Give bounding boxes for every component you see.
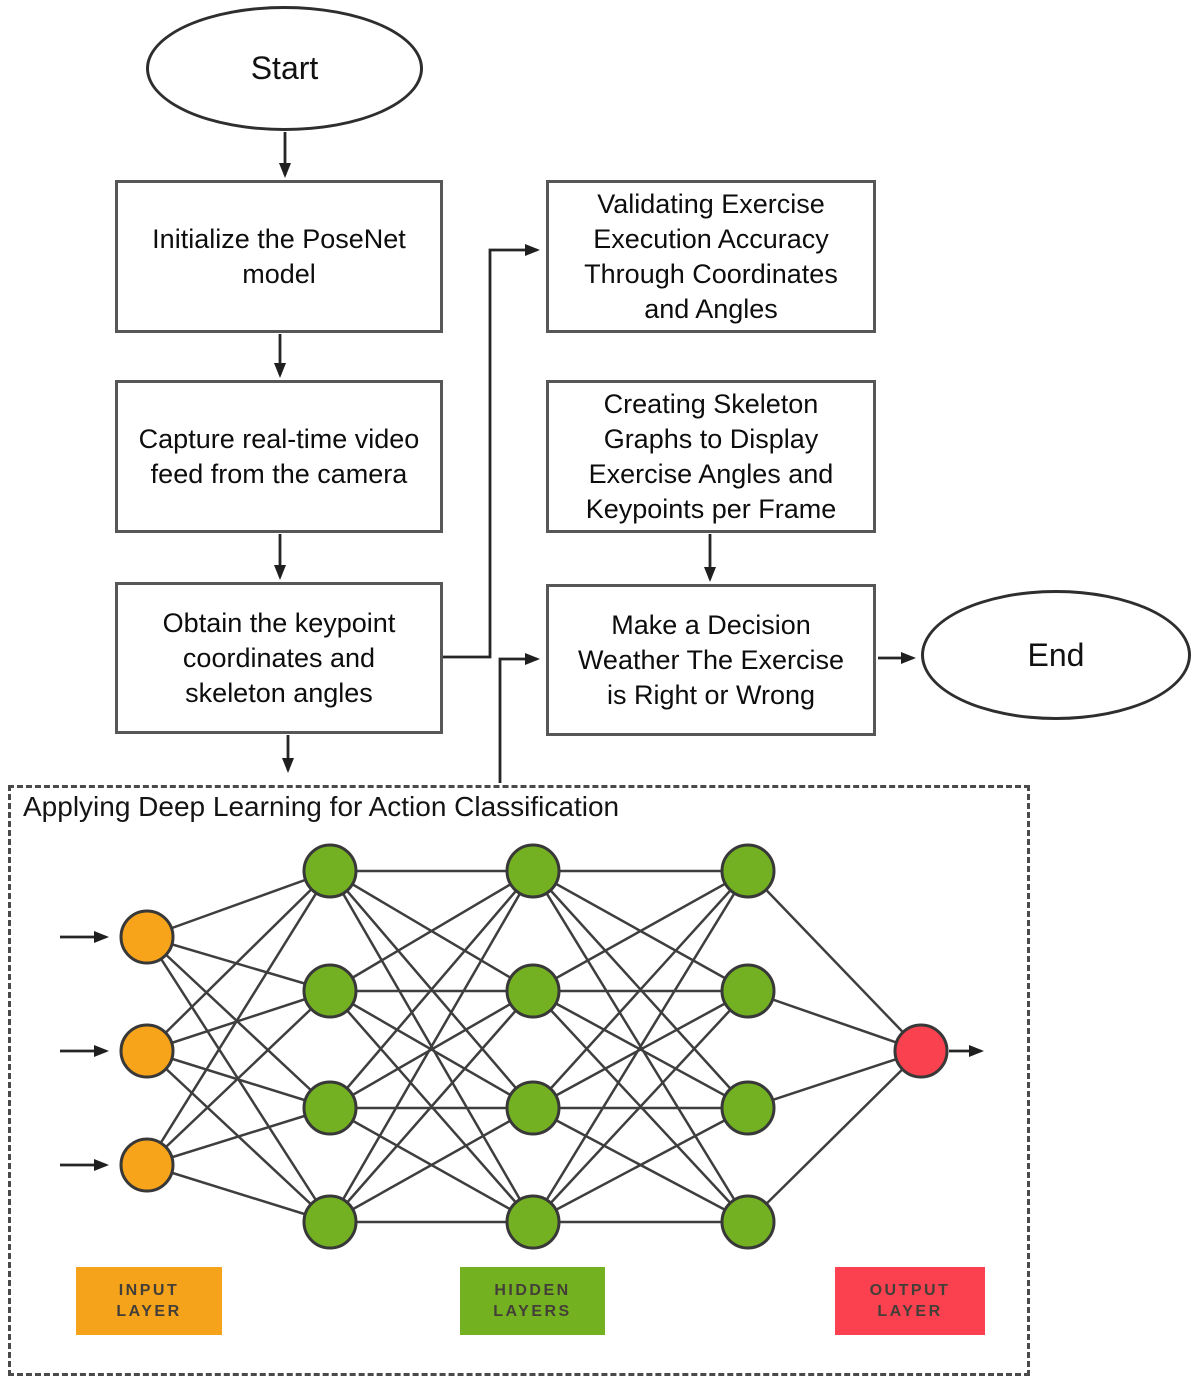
network-edge (145, 870, 332, 1166)
hidden-2-node (505, 843, 561, 899)
process-box-obtain-keypoints: Obtain the keypoint coordinates and skel… (115, 582, 443, 734)
neural-network (60, 843, 984, 1250)
input-node (119, 1137, 175, 1193)
hidden-1-node (302, 963, 358, 1019)
network-edge (747, 870, 922, 1052)
network-edge (146, 935, 331, 993)
arrow-obtain-to-validate (443, 244, 540, 659)
hidden-3-node (720, 1194, 776, 1250)
hidden-2-node (505, 963, 561, 1019)
network-edge (532, 870, 749, 1109)
input-node (119, 909, 175, 965)
process-label: Capture real-time video feed from the ca… (138, 423, 420, 489)
deep-learning-title: Applying Deep Learning for Action Classi… (23, 791, 620, 822)
network-edge (329, 1106, 534, 1224)
hidden-2-node (505, 1194, 561, 1250)
hidden-3-node (720, 963, 776, 1019)
network-edge (532, 989, 749, 1110)
process-box-validate-accuracy: Validating Exercise Execution Accuracy T… (546, 180, 876, 333)
network-edge (329, 989, 534, 1110)
process-label: Initialize the PoseNet model (152, 223, 406, 289)
network-edge (146, 870, 331, 1052)
arrow-deep-learning-to-decision (498, 653, 540, 783)
process-box-skeleton-graphs: Creating Skeleton Graphs to Display Exer… (546, 380, 876, 533)
network-edge (747, 1050, 922, 1223)
network-edge (531, 870, 750, 1223)
output-node (893, 1023, 949, 1079)
input-node (119, 1023, 175, 1079)
start-label: Start (250, 50, 319, 86)
process-label: Obtain the keypoint coordinates and skel… (162, 607, 396, 708)
network-edge (146, 990, 331, 1166)
network-edge (532, 990, 749, 1223)
hidden-1-node (302, 1194, 358, 1250)
network-edge (146, 936, 331, 1109)
process-label: Validating Exercise Execution Accuracy T… (584, 188, 838, 324)
network-edge (329, 870, 534, 1109)
hidden-3-node (720, 1080, 776, 1136)
network-edge (146, 1106, 331, 1167)
network-edge (146, 1163, 331, 1224)
network-edge (532, 869, 749, 993)
hidden-1-node (302, 1080, 358, 1136)
network-edge (328, 870, 535, 1223)
input-layer-badge: INPUT LAYER (76, 1267, 222, 1335)
network-edge (146, 869, 331, 939)
deep-learning-container: Applying Deep Learning for Action Classi… (8, 785, 1030, 1376)
hidden-1-node (302, 843, 358, 899)
hidden-layers-badge: HIDDEN LAYERS (460, 1267, 605, 1335)
network-edge (747, 1049, 922, 1110)
output-layer-badge: OUTPUT LAYER (835, 1267, 985, 1335)
process-box-capture-video: Capture real-time video feed from the ca… (115, 380, 443, 533)
network-edge (329, 990, 534, 1223)
end-terminator: End (921, 590, 1191, 720)
hidden-3-node (720, 843, 776, 899)
hidden-2-node (505, 1080, 561, 1136)
process-label: Creating Skeleton Graphs to Display Exer… (585, 388, 837, 524)
start-terminator: Start (146, 6, 423, 131)
end-label: End (1027, 636, 1085, 673)
network-edge (532, 1106, 749, 1224)
process-box-initialize-posenet: Initialize the PoseNet model (115, 180, 443, 333)
process-box-make-decision: Make a Decision Weather The Exercise is … (546, 584, 876, 736)
network-edge (329, 869, 534, 993)
process-label: Make a Decision Weather The Exercise is … (577, 609, 845, 710)
network-edge (747, 989, 922, 1053)
network-edge (146, 989, 331, 1053)
